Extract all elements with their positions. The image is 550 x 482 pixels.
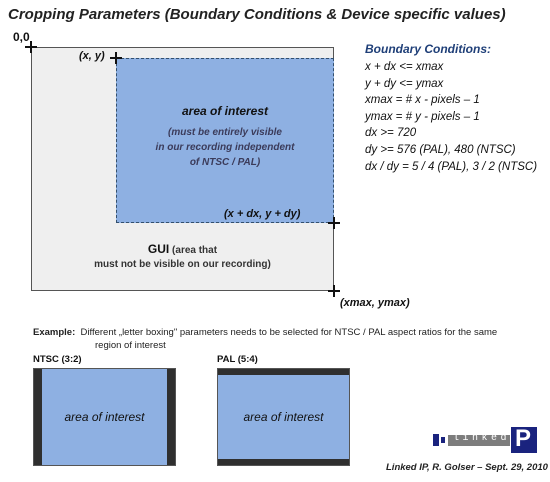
gui-label: GUI (area that must not be visible on ou… <box>31 242 334 272</box>
ntsc-letterbox-right <box>167 369 175 465</box>
ntsc-frame: area of interest <box>33 368 176 466</box>
example-prefix: Example: <box>33 327 76 338</box>
corner-tl-crosshair-icon <box>110 52 122 64</box>
corner-tl-label: (x, y) <box>79 50 105 62</box>
logo-p-letter: P <box>515 425 532 452</box>
logo-gray-band <box>448 435 510 446</box>
aoi-note-line: in our recording independent <box>155 142 295 153</box>
gui-label-rest: (area that <box>172 245 218 256</box>
pal-frame: area of interest <box>217 368 350 466</box>
condition-line: dx >= 720 <box>365 127 417 140</box>
logo-p-box <box>511 427 537 453</box>
condition-line: ymax = # y - pixels – 1 <box>365 110 480 123</box>
ntsc-letterbox-left <box>34 369 42 465</box>
corner-max-crosshair-icon <box>328 285 340 297</box>
ntsc-label: NTSC (3:2) <box>33 354 82 365</box>
area-of-interest-region <box>116 58 334 223</box>
pal-label: PAL (5:4) <box>217 354 258 365</box>
condition-line: y + dy <= ymax <box>365 77 444 90</box>
boundary-conditions-title: Boundary Conditions: <box>365 42 491 56</box>
aoi-note: (must be entirely visible in our recordi… <box>116 125 334 170</box>
logo-text: linked <box>453 433 511 444</box>
logo-bar-small <box>441 437 445 443</box>
boundary-conditions-list: x + dx <= xmax y + dy <= ymax xmax = # x… <box>365 59 537 175</box>
origin-label: 0,0 <box>13 30 30 44</box>
example-line2: region of interest <box>95 340 166 351</box>
aoi-note-line: (must be entirely visible <box>168 127 282 138</box>
gui-label-bold: GUI <box>147 242 170 256</box>
aoi-note-line: of NTSC / PAL) <box>189 157 261 168</box>
pal-letterbox-top <box>218 369 349 375</box>
pal-aoi-label: area of interest <box>243 410 324 424</box>
example-line1: Different „letter boxing" parameters nee… <box>80 327 498 338</box>
ntsc-aoi-label: area of interest <box>64 410 145 424</box>
credit-text: Linked IP, R. Golser – Sept. 29, 2010 <box>386 462 548 473</box>
page-title: Cropping Parameters (Boundary Conditions… <box>8 6 506 23</box>
condition-line: dx / dy = 5 / 4 (PAL), 3 / 2 (NTSC) <box>365 160 538 173</box>
linkedip-logo: linked P <box>433 425 541 453</box>
logo-bar-left <box>433 434 439 446</box>
pal-letterbox-bottom <box>218 459 349 465</box>
corner-max-label: (xmax, ymax) <box>340 297 410 309</box>
condition-line: xmax = # x - pixels – 1 <box>365 94 480 107</box>
condition-line: x + dx <= xmax <box>365 61 444 73</box>
condition-line: dy >= 576 (PAL), 480 (NTSC) <box>365 143 516 156</box>
corner-br-crosshair-icon <box>328 217 340 229</box>
gui-label-line2: must not be visible on our recording) <box>94 259 271 270</box>
aoi-title: area of interest <box>181 104 269 118</box>
corner-br-label: (x + dx, y + dy) <box>224 208 301 220</box>
example-text: Example: Different „letter boxing" param… <box>33 326 497 352</box>
origin-crosshair-icon <box>25 41 37 53</box>
